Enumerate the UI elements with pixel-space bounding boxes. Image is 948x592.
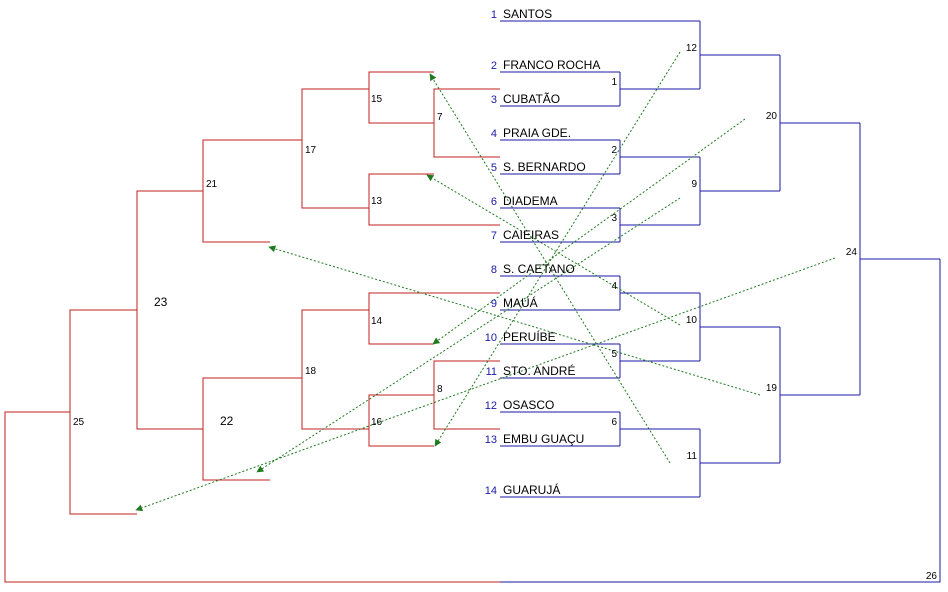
- game-connector: [368, 394, 434, 447]
- game-number: 24: [846, 247, 858, 258]
- team-seed: 7: [491, 230, 497, 242]
- drop-arrow-game-12: [434, 51, 681, 447]
- drop-arrow-game-24: [135, 257, 836, 512]
- team-seed: 9: [491, 298, 497, 310]
- team-name: S. BERNARDO: [503, 160, 586, 174]
- game-number: 13: [371, 196, 383, 207]
- team-seed: 10: [485, 332, 497, 344]
- game-number: 5: [611, 349, 617, 360]
- game-number: 12: [686, 43, 698, 54]
- drop-arrow-game-19: [268, 245, 761, 396]
- game-number: 25: [73, 417, 85, 428]
- team-seed: 2: [491, 60, 497, 72]
- game-number: 10: [686, 315, 698, 326]
- team-name: FRANCO ROCHA: [503, 58, 600, 72]
- game-number: 9: [691, 179, 697, 190]
- game-connector: [301, 88, 369, 209]
- game-connector: [202, 139, 302, 243]
- game-number: 16: [371, 417, 383, 428]
- team-list: 1 SANTOS 2 FRANCO ROCHA 3 CUBATÃO 4 PRAI…: [485, 7, 601, 497]
- team-seed: 3: [491, 94, 497, 106]
- game-number: 8: [437, 384, 443, 395]
- team-seed: 8: [491, 264, 497, 276]
- winners-game-labels: 1 2 3 4 5 6 12 9 10 11 20 19 24 26: [611, 43, 937, 582]
- game-connector: [301, 309, 369, 430]
- game-number: 20: [766, 111, 778, 122]
- game-number: 23: [154, 295, 168, 309]
- team-seed: 12: [485, 400, 497, 412]
- team-seed: 1: [491, 9, 497, 21]
- game-number: 21: [206, 179, 218, 190]
- game-number: 15: [371, 94, 383, 105]
- losers-game-labels: 7 8 15 13 14 16 17 18 21 22 23 25: [73, 94, 443, 428]
- game-connector: [368, 173, 500, 226]
- team-name: SANTOS: [503, 7, 552, 21]
- game-number: 18: [305, 366, 317, 377]
- drop-arrow-game-20: [432, 118, 746, 345]
- game-number: 6: [611, 417, 617, 428]
- drop-arrow-game-9: [256, 197, 681, 473]
- team-name: EMBU GUAÇU: [503, 432, 584, 446]
- team-name: GUARUJÁ: [503, 482, 560, 497]
- game-number: 1: [611, 77, 617, 88]
- team-name: S. CAETANO: [503, 262, 575, 276]
- drop-arrow-game-11: [429, 73, 671, 464]
- team-seed: 5: [491, 162, 497, 174]
- game-connector: [368, 71, 434, 124]
- game-number: 3: [611, 213, 617, 224]
- game-number: 7: [437, 112, 443, 123]
- winners-bracket: [500, 20, 941, 583]
- game-number: 26: [926, 571, 938, 582]
- game-number: 17: [305, 145, 317, 156]
- game-number: 19: [766, 383, 778, 394]
- team-name: MAUÁ: [503, 295, 538, 310]
- team-seed: 14: [485, 485, 497, 497]
- final-connector: [500, 259, 941, 583]
- team-seed: 6: [491, 196, 497, 208]
- team-seed: 11: [486, 366, 497, 378]
- game-number: 4: [611, 281, 617, 292]
- loser-drop-arrows: [135, 51, 836, 512]
- game-number: 14: [371, 316, 383, 327]
- game-connector: [136, 190, 203, 430]
- team-name: OSASCO: [503, 398, 554, 412]
- losers-bracket: [4, 71, 500, 583]
- game-connector: [69, 309, 137, 515]
- team-name: CAIEIRAS: [503, 228, 559, 242]
- game-number: 2: [611, 145, 617, 156]
- team-seed: 4: [491, 128, 497, 140]
- team-name: PRAIA GDE.: [503, 126, 571, 140]
- game-connector: [368, 292, 500, 345]
- team-name: CUBATÃO: [503, 92, 560, 106]
- team-name: DIADEMA: [503, 194, 558, 208]
- drop-arrow-game-10: [426, 174, 681, 326]
- game-number: 11: [687, 451, 698, 462]
- team-name: PERUÍBE: [503, 329, 556, 344]
- final-connector: [4, 411, 500, 583]
- game-connector: [202, 377, 302, 481]
- game-number: 22: [220, 414, 234, 428]
- team-seed: 13: [485, 434, 497, 446]
- team-name: STO. ANDRÉ: [503, 363, 575, 378]
